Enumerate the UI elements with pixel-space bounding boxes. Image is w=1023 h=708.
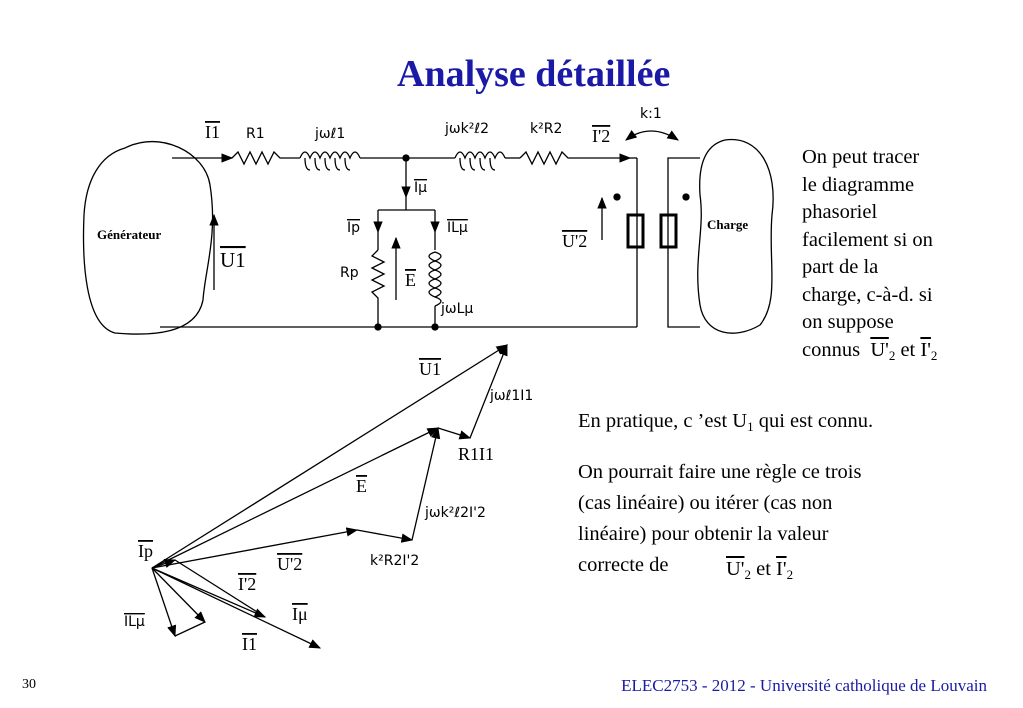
phasor-label-k2R2I2: k²R2I'2	[370, 553, 419, 569]
label-Rp: Rp	[340, 265, 359, 281]
side-U2-sub: 2	[888, 347, 896, 363]
page-number: 30	[22, 677, 36, 692]
phasor-E	[151, 427, 440, 569]
side-U2: U'	[870, 338, 889, 361]
side-line: facilement si on	[802, 228, 933, 251]
phasor-U1	[151, 344, 508, 569]
phasor-k2R2I2	[356, 529, 414, 543]
label-jwLmu: jωLμ	[440, 301, 473, 317]
phasor-ILmu-close	[174, 621, 206, 637]
label-jwk2l2: jωk²ℓ2	[444, 121, 489, 137]
label-Ip: Ip	[347, 220, 360, 236]
phasor-label-jwl1I1: jωℓ1I1	[489, 388, 533, 404]
load-blob	[697, 138, 774, 334]
para1-before: En pratique, c ’est U	[578, 410, 748, 432]
side-line: phasoriel	[802, 201, 878, 223]
generator-label: Générateur	[97, 227, 161, 242]
phasor-diagram	[151, 343, 508, 649]
phasor-labels: U1 jωℓ1I1 R1I1 E jωk²ℓ2I'2 Ip U'2 k²R2I'…	[124, 359, 533, 654]
phasor-jwl1I1	[469, 343, 508, 439]
ratio-label: k:1	[640, 106, 662, 122]
side-line: le diagramme	[802, 173, 915, 196]
phasor-jwk2l2I2	[411, 426, 441, 541]
ender-U: U'	[726, 558, 745, 580]
equivalent-circuit	[82, 129, 774, 335]
phasor-label-U1: U1	[419, 359, 441, 379]
phasor-label-Ip: Ip	[138, 541, 153, 561]
side-line: part de la	[802, 256, 879, 278]
phasor-label-E: E	[356, 476, 367, 496]
label-E: E	[405, 270, 416, 290]
para2-line: linéaire) pour obtenir la valeur	[578, 523, 829, 545]
label-I2p: I'2	[592, 126, 610, 146]
side-line: On peut tracer	[802, 146, 920, 168]
circuit-labels: Générateur Charge k:1 I1 R1 jωℓ1 jωk²ℓ2 …	[97, 106, 748, 317]
para1-after: qui est connu.	[753, 410, 874, 432]
ender-U-sub: 2	[744, 567, 752, 582]
ender-I-sub: 2	[786, 567, 794, 582]
side-I2-sub: 2	[930, 347, 938, 363]
phasor-U2p	[151, 527, 359, 569]
label-jwl1: jωℓ1	[314, 126, 345, 142]
footer: ELEC2753 - 2012 - Université catholique …	[621, 676, 987, 695]
phasor-label-Imu: Iμ	[292, 604, 308, 624]
side-line: on suppose	[802, 311, 894, 333]
phasor-I2p	[151, 567, 267, 618]
phasor-R1I1	[437, 427, 472, 440]
para1-sub: 1	[747, 419, 754, 434]
para2-line: On pourrait faire une règle ce trois	[578, 461, 862, 483]
label-k2R2: k²R2	[530, 121, 562, 137]
load-label: Charge	[707, 217, 748, 232]
phasor-Ip	[151, 559, 177, 569]
phasor-Imu	[151, 567, 206, 623]
phasor-label-I1: I1	[242, 634, 257, 654]
ender-et: et	[756, 558, 771, 580]
generator-blob	[82, 140, 214, 335]
phasor-I1	[151, 567, 322, 649]
label-R1: R1	[246, 126, 265, 142]
side-connus: connus	[802, 338, 861, 361]
paragraph-2: On pourrait faire une règle ce trois (ca…	[578, 457, 978, 581]
label-U1: U1	[220, 248, 246, 272]
slide-title: Analyse détaillée	[397, 53, 671, 95]
phasor-label-U2p: U'2	[277, 554, 302, 574]
side-line-last: connus U'2 et I'2	[802, 337, 1002, 370]
phasor-label-jwk2l2I2: jωk²ℓ2I'2	[424, 505, 486, 521]
ender-I: I'	[776, 558, 787, 580]
label-U2p: U'2	[562, 231, 587, 251]
para2-symbols: U'2 et I'2	[726, 558, 793, 583]
label-Imu: Iμ	[414, 180, 427, 196]
side-line: charge, c-à-d. si	[802, 283, 933, 306]
phasor-aux	[174, 559, 266, 618]
side-I2: I'	[920, 338, 931, 361]
paragraph-1: En pratique, c ’est U1 qui est connu.	[578, 410, 873, 435]
phasor-label-ILmu: ILμ	[124, 614, 145, 630]
label-ILmu: ILμ	[447, 220, 468, 236]
side-text: On peut tracer le diagramme phasoriel fa…	[802, 144, 1002, 369]
para2-line: (cas linéaire) ou itérer (cas non	[578, 492, 833, 514]
phasor-ILmu	[151, 567, 177, 638]
phasor-label-I2p: I'2	[238, 574, 256, 594]
para2-line: correcte de	[578, 554, 669, 576]
label-I1: I1	[205, 122, 220, 142]
phasor-label-R1I1: R1I1	[458, 444, 494, 464]
side-et: et	[900, 338, 916, 361]
